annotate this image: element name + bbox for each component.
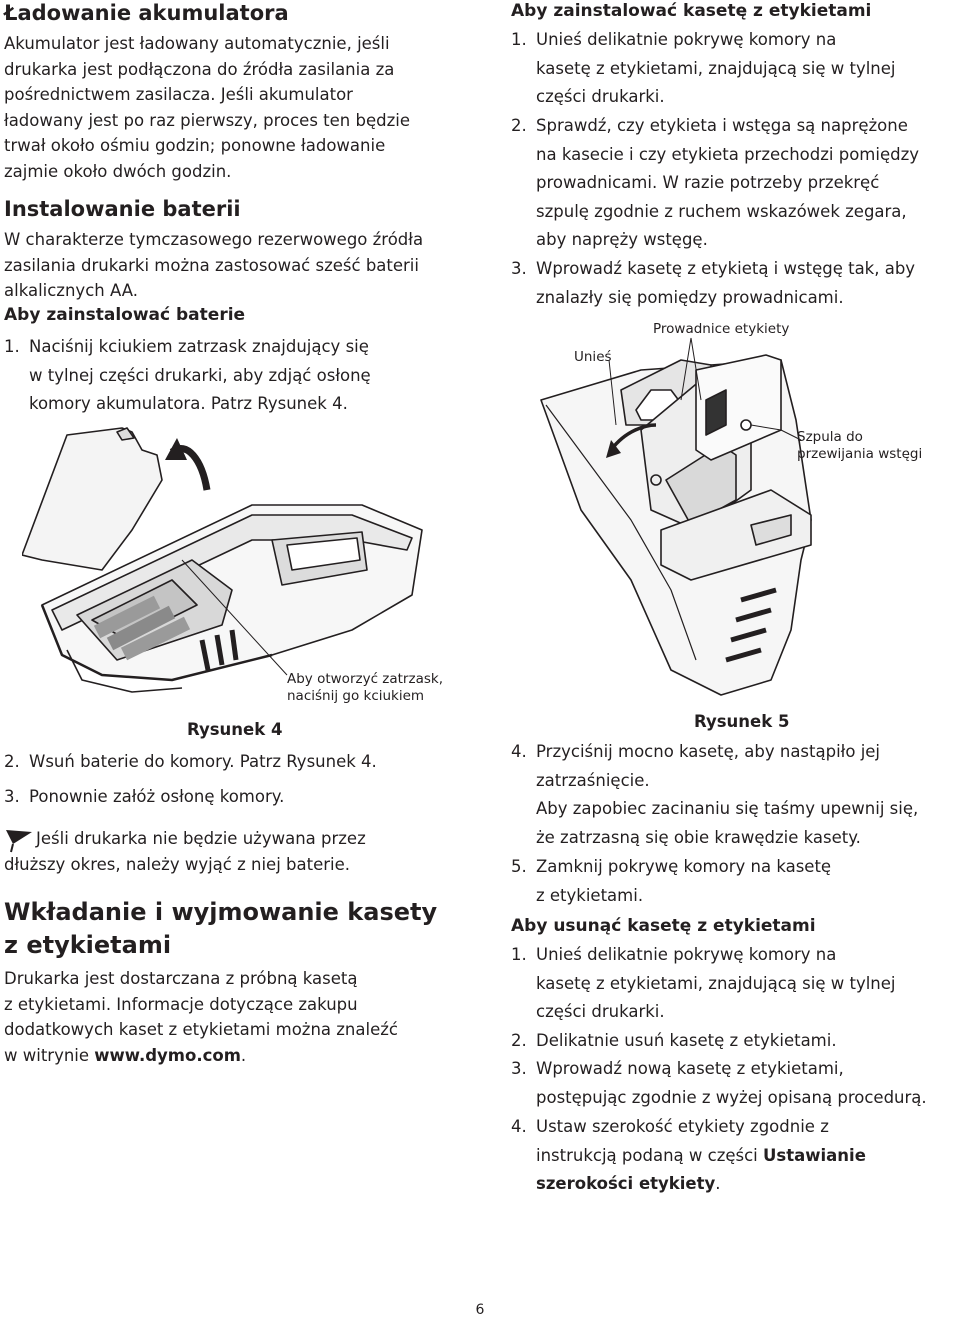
step-number: 3.: [511, 1059, 527, 1078]
text-line: kasetę z etykietami, znajdującą się w ty…: [536, 58, 896, 78]
install-step-4: 4. Przyciśnij mocno kasetę, aby nastąpił…: [511, 738, 960, 852]
batteries-heading: Instalowanie baterii: [4, 197, 241, 221]
guides-label: Prowadnice etykiety: [653, 321, 790, 337]
text-line: z etykietami. Informacje dotyczące zakup…: [4, 994, 358, 1014]
text-suffix: .: [715, 1174, 721, 1193]
remove-step-1: 1. Unieś delikatnie pokrywę komory na ka…: [511, 941, 960, 1027]
text-line: komory akumulatora. Patrz Rysunek 4.: [29, 394, 348, 413]
text-line: części drukarki.: [536, 1002, 665, 1021]
text-line: pośrednictwem zasilacza. Jeśli akumulato…: [4, 85, 353, 104]
text-line: alkalicznych AA.: [4, 281, 138, 300]
note-paragraph: Jeśli drukarka nie będzie używana przez …: [4, 826, 366, 877]
text-line: Przyciśnij mocno kasetę, aby nastąpiło j…: [536, 742, 881, 761]
step-text: Delikatnie usuń kasetę z etykietami.: [536, 1031, 837, 1050]
remove-step-2: 2. Delikatnie usuń kasetę z etykietami.: [511, 1027, 960, 1056]
install-step-2: 2. Sprawdź, czy etykieta i wstęga są nap…: [511, 112, 960, 255]
text-line: trwał około ośmiu godzin; ponowne ładowa…: [4, 136, 386, 155]
note-pen-icon: [6, 830, 32, 853]
lift-label: Unieś: [574, 349, 612, 365]
text-line: dłuższy okres, należy wyjąć z niej bater…: [4, 854, 351, 874]
dymo-link[interactable]: www.dymo.com: [94, 1045, 241, 1065]
text-line: ładowany jest po raz pierwszy, proces te…: [4, 110, 410, 130]
step-number: 5.: [511, 857, 527, 876]
text-line: kasetę z etykietami, znajdującą się w ty…: [536, 973, 896, 993]
text-line: w witrynie: [4, 1045, 95, 1065]
text-line: prowadnicami. W razie potrzeby przekręć: [536, 173, 880, 192]
figure5-title: Rysunek 5: [694, 712, 790, 731]
printer-battery-illustration: [22, 427, 423, 693]
step-number: 1.: [511, 30, 527, 49]
text-line: Unieś delikatnie pokrywę komory na: [536, 945, 837, 964]
install-step-3: 3. Wprowadź kasetę z etykietą i wstęgę t…: [511, 255, 960, 312]
text-line: Zamknij pokrywę komory na kasetę: [536, 857, 832, 876]
text-line: Ustaw szerokość etykiety zgodnie z: [536, 1117, 829, 1136]
text-suffix: .: [240, 1045, 247, 1065]
step-text: Ponownie załóż osłonę komory.: [29, 787, 285, 806]
remove-cassette-heading: Aby usunąć kasetę z etykietami: [511, 916, 816, 936]
cassette-heading: Wkładanie i wyjmowanie kasety z etykieta…: [4, 896, 437, 962]
step-number: 1.: [511, 945, 527, 964]
text-line: znalazły się pomiędzy prowadnicami.: [536, 287, 844, 307]
width-setting-reference: Ustawianie: [763, 1145, 866, 1165]
text-line: części drukarki.: [536, 87, 665, 106]
width-setting-reference: szerokości etykiety: [536, 1174, 716, 1193]
charging-heading: Ładowanie akumulatora: [4, 1, 289, 25]
text-line: zajmie około dwóch godzin.: [4, 161, 232, 181]
install-cassette-heading: Aby zainstalować kasetę z etykietami: [511, 1, 872, 21]
text-line: aby napręży wstęgę.: [536, 230, 708, 249]
charging-paragraph: Akumulator jest ładowany automatycznie, …: [4, 31, 410, 184]
text-line: z etykietami.: [536, 885, 644, 905]
remove-step-3: 3. Wprowadź nową kasetę z etykietami, po…: [511, 1055, 960, 1112]
text-line: Drukarka jest dostarczana z próbną kaset…: [4, 969, 358, 988]
step-text: Wsuń baterie do komory. Patrz Rysunek 4.: [29, 752, 377, 771]
step-number: 4.: [511, 742, 527, 761]
figure4-title: Rysunek 4: [187, 720, 283, 739]
battery-step-2: 2. Wsuń baterie do komory. Patrz Rysunek…: [4, 748, 474, 777]
text-line: z etykietami: [4, 931, 172, 959]
text-line: że zatrzasną się obie krawędzie kasety.: [536, 827, 861, 847]
step-number: 2.: [511, 116, 527, 135]
step-number: 3.: [511, 259, 527, 278]
text-line: postępując zgodnie z wyżej opisaną proce…: [536, 1087, 927, 1107]
step-number: 2.: [511, 1031, 527, 1050]
text-line: Aby otworzyć zatrzask,: [287, 671, 443, 687]
step-number: 1.: [4, 337, 20, 356]
step-number: 4.: [511, 1117, 527, 1136]
text-line: w tylnej części drukarki, aby zdjąć osło…: [29, 365, 371, 385]
text-line: Sprawdź, czy etykieta i wstęga są napręż…: [536, 116, 908, 135]
text-line: instrukcją podaną w części: [536, 1145, 764, 1165]
step-number: 2.: [4, 752, 20, 771]
text-line: na kasecie i czy etykieta przechodzi pom…: [536, 144, 919, 164]
spool-label: Szpula do przewijania wstęgi: [797, 429, 922, 463]
text-line: Akumulator jest ładowany automatycznie, …: [4, 34, 390, 53]
text-line: W charakterze tymczasowego rezerwowego ź…: [4, 230, 424, 249]
batteries-paragraph: W charakterze tymczasowego rezerwowego ź…: [4, 227, 423, 304]
battery-step-1: 1. Naciśnij kciukiem zatrzask znajdujący…: [4, 333, 474, 419]
text-line: Aby zapobiec zacinaniu się taśmy upewnij…: [536, 799, 919, 818]
remove-step-4: 4. Ustaw szerokość etykiety zgodnie z in…: [511, 1113, 960, 1199]
text-line: szpulę zgodnie z ruchem wskazówek zegara…: [536, 201, 907, 221]
text-line: zasilania drukarki można zastosować sześ…: [4, 255, 419, 275]
text-line: naciśnij go kciukiem: [287, 688, 425, 704]
batteries-subheading: Aby zainstalować baterie: [4, 305, 246, 325]
cassette-compartment-illustration: [540, 337, 812, 696]
text-line: Wprowadź kasetę z etykietą i wstęgę tak,…: [536, 259, 916, 278]
text-line: Wprowadź nową kasetę z etykietami,: [536, 1059, 844, 1078]
step-number: 3.: [4, 787, 20, 806]
cassette-paragraph: Drukarka jest dostarczana z próbną kaset…: [4, 966, 398, 1068]
text-line: dodatkowych kaset z etykietami można zna…: [4, 1020, 398, 1039]
text-line: zatrzaśnięcie.: [536, 770, 650, 790]
text-line: Unieś delikatnie pokrywę komory na: [536, 30, 837, 49]
install-step-1: 1. Unieś delikatnie pokrywę komory na ka…: [511, 26, 960, 112]
text-line: Jeśli drukarka nie będzie używana przez: [36, 829, 366, 848]
text-line: Szpula do: [797, 429, 863, 445]
figure4-callout: Aby otworzyć zatrzask, naciśnij go kciuk…: [287, 671, 443, 705]
text-line: Naciśnij kciukiem zatrzask znajdujący si…: [29, 337, 369, 356]
install-step-5: 5. Zamknij pokrywę komory na kasetę z et…: [511, 853, 960, 910]
text-line: drukarka jest podłączona do źródła zasil…: [4, 59, 395, 79]
text-line: Wkładanie i wyjmowanie kasety: [4, 898, 438, 926]
text-line: przewijania wstęgi: [797, 446, 923, 462]
battery-step-3: 3. Ponownie załóż osłonę komory.: [4, 783, 474, 812]
page-number: 6: [475, 1302, 485, 1318]
